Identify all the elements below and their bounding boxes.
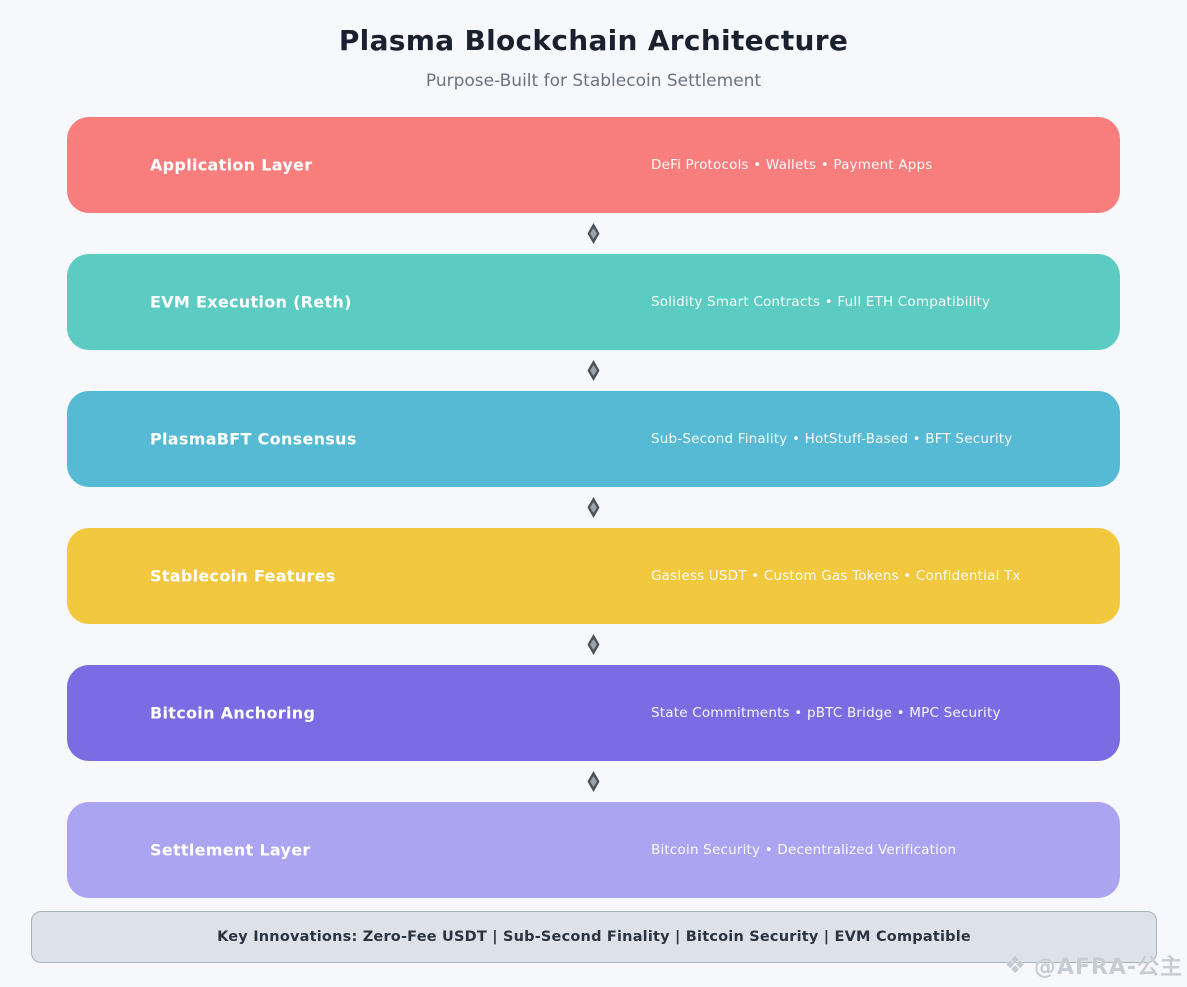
page-title: Plasma Blockchain Architecture <box>338 24 849 57</box>
up-down-diamond-icon <box>587 497 600 518</box>
layer-details: State Commitments • pBTC Bridge • MPC Se… <box>651 705 1001 721</box>
layer-details: Gasless USDT • Custom Gas Tokens • Confi… <box>651 568 1021 584</box>
layer-title: PlasmaBFT Consensus <box>150 429 357 449</box>
up-down-diamond-icon <box>587 634 600 655</box>
layer-title: Settlement Layer <box>150 840 311 860</box>
connector-5 <box>67 761 1120 802</box>
key-innovations-bar: Key Innovations: Zero-Fee USDT | Sub-Sec… <box>31 911 1157 963</box>
connector-3 <box>67 487 1120 528</box>
diamond-cluster-icon: ❖ <box>1004 951 1027 979</box>
layer-stablecoin-features: Stablecoin Features Gasless USDT • Custo… <box>67 528 1120 624</box>
up-down-diamond-icon <box>587 223 600 244</box>
layer-details: Solidity Smart Contracts • Full ETH Comp… <box>651 294 991 310</box>
page-subtitle: Purpose-Built for Stablecoin Settlement <box>425 71 762 91</box>
layer-details: Sub-Second Finality • HotStuff-Based • B… <box>651 431 1013 447</box>
layer-application: Application Layer DeFi Protocols • Walle… <box>67 117 1120 213</box>
layer-bitcoin-anchoring: Bitcoin Anchoring State Commitments • pB… <box>67 665 1120 761</box>
layer-settlement: Settlement Layer Bitcoin Security • Dece… <box>67 802 1120 898</box>
up-down-diamond-icon <box>587 360 600 381</box>
connector-1 <box>67 213 1120 254</box>
connector-2 <box>67 350 1120 391</box>
watermark: ❖ @AFRA-公主 <box>1004 949 1183 981</box>
connector-4 <box>67 624 1120 665</box>
up-down-diamond-icon <box>587 771 600 792</box>
layer-details: DeFi Protocols • Wallets • Payment Apps <box>651 157 933 173</box>
layer-title: Stablecoin Features <box>150 566 336 586</box>
layer-plasmabft-consensus: PlasmaBFT Consensus Sub-Second Finality … <box>67 391 1120 487</box>
layer-details: Bitcoin Security • Decentralized Verific… <box>651 842 957 858</box>
layer-evm-execution: EVM Execution (Reth) Solidity Smart Cont… <box>67 254 1120 350</box>
watermark-text: @AFRA-公主 <box>1033 955 1183 980</box>
layer-title: Application Layer <box>150 155 313 175</box>
architecture-stack: Application Layer DeFi Protocols • Walle… <box>67 117 1120 898</box>
layer-title: Bitcoin Anchoring <box>150 703 316 723</box>
layer-title: EVM Execution (Reth) <box>150 292 352 312</box>
key-innovations-text: Key Innovations: Zero-Fee USDT | Sub-Sec… <box>217 929 971 945</box>
